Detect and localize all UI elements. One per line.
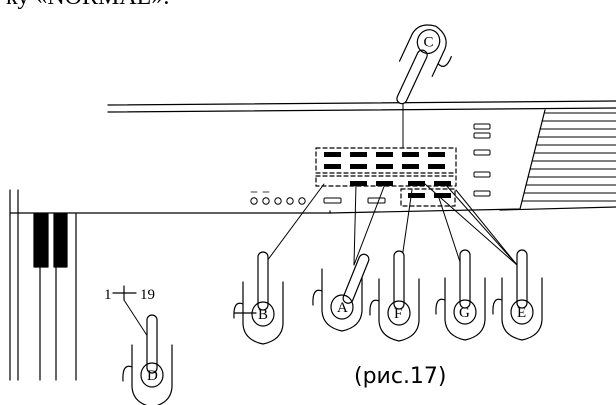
- pointer-hand-d: D: [122, 314, 173, 405]
- range-end: 19: [140, 287, 155, 303]
- pointer-hand-c: C: [396, 24, 452, 105]
- pointer-letter-c: C: [424, 35, 434, 51]
- upper-button-group: [315, 147, 457, 174]
- pointer-letter-f: F: [394, 306, 402, 322]
- pointer-hand-f: F: [369, 250, 420, 342]
- indicator-knobs: [250, 191, 306, 205]
- key-range-label: 1 19: [104, 285, 155, 303]
- pointer-hand-g: G: [435, 249, 486, 341]
- pointer-hand-e: E: [492, 249, 543, 341]
- speaker-grille: [521, 112, 616, 202]
- pointer-letter-b: B: [258, 307, 268, 323]
- side-buttons: [473, 123, 491, 197]
- pointer-hand-a: A: [312, 253, 370, 332]
- piano-keys: [33, 213, 77, 381]
- pointer-letter-a: A: [337, 300, 348, 316]
- header-text: ку «NORMAL».: [6, 0, 169, 11]
- lower-button-group: [315, 175, 457, 207]
- range-start: 1: [104, 287, 112, 303]
- figure-caption: (рис.17): [354, 364, 447, 389]
- keyboard-body: [9, 100, 616, 381]
- pointer-letter-g: G: [459, 305, 470, 321]
- pointer-hand-b: B: [233, 251, 284, 345]
- leader-lines: [123, 96, 518, 338]
- pointer-letter-e: E: [517, 305, 526, 321]
- pointer-letter-d: D: [147, 368, 158, 384]
